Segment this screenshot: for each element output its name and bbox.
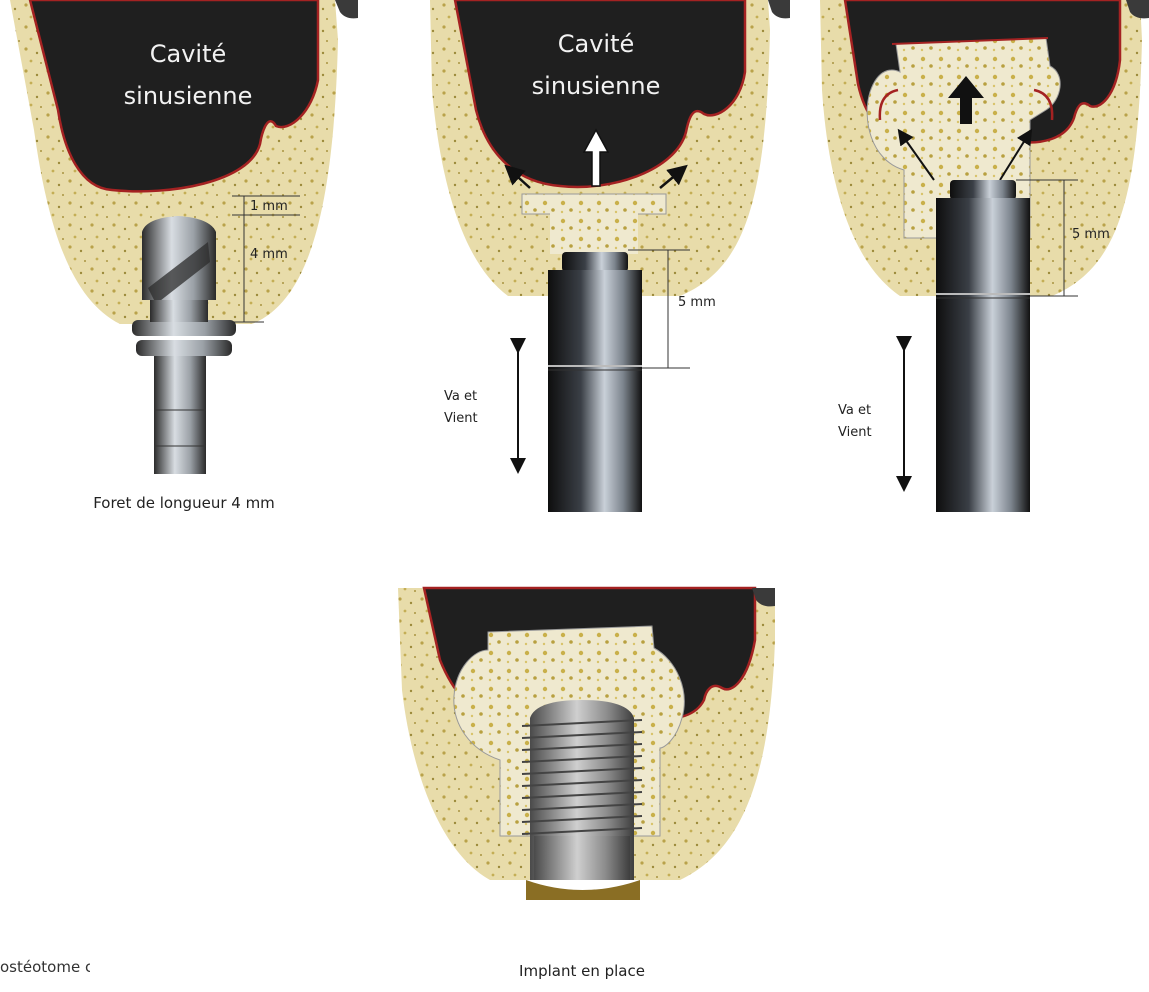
osteotome-tip — [950, 180, 1016, 200]
implant-cover — [526, 880, 640, 900]
osteotome-rod — [548, 270, 642, 512]
cavity-label-line2: sinusienne — [124, 82, 253, 110]
osteotome-tip — [562, 252, 628, 272]
drill-neck — [150, 300, 208, 322]
dim-label-5mm: 5 mm — [678, 295, 716, 310]
dim-label-1mm: 1 mm — [250, 199, 288, 214]
osteotome-rod — [936, 198, 1030, 512]
panel-implant: Implant en place — [398, 588, 775, 980]
drill-collar-2 — [136, 340, 232, 356]
panel-drill: Cavité sinusienne 1 mm 4 mm Foret de lon… — [10, 0, 358, 512]
caption-implant: Implant en place — [519, 962, 645, 980]
bone-dark-corner — [335, 0, 358, 18]
implant-collar — [534, 836, 630, 880]
cavity-label-line2: sinusienne — [532, 72, 661, 100]
bone-dark-corner — [768, 0, 790, 18]
panel-osteotome-1: Cavité sinusienne 5 mm Va et Vient — [430, 0, 790, 512]
graft-plug — [550, 212, 638, 254]
motion-label-line1: Va et — [444, 389, 477, 404]
motion-label-line2: Vient — [444, 411, 478, 426]
dim-label-5mm: 5 mm — [1072, 227, 1110, 242]
caption-drill: Foret de longueur 4 mm — [93, 494, 275, 512]
stray-text-clipped: ostéotome coudé — [0, 958, 90, 976]
panel-osteotome-2: 5 mm Va et Vient — [820, 0, 1149, 512]
drill-shank — [154, 356, 206, 474]
motion-label-line1: Va et — [838, 403, 871, 418]
cavity-label-line1: Cavité — [150, 40, 227, 68]
motion-label-line2: Vient — [838, 425, 872, 440]
dim-label-4mm: 4 mm — [250, 247, 288, 262]
graft-plug-top — [522, 194, 666, 214]
drill-collar-1 — [132, 320, 236, 336]
cavity-label-line1: Cavité — [558, 30, 635, 58]
